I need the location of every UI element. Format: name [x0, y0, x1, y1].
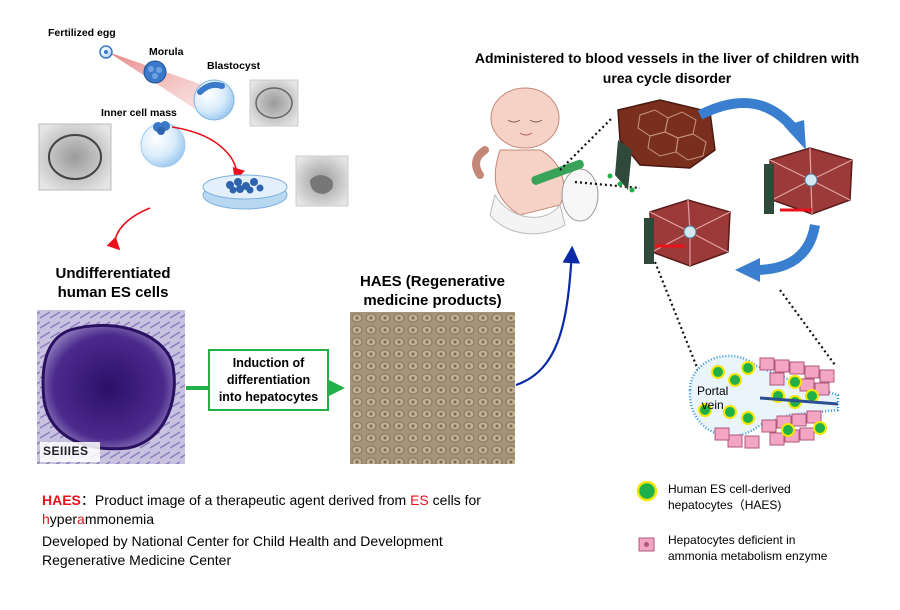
inner-cell-mass-group — [38, 121, 245, 191]
caption-line-2: hyperammonemia — [42, 511, 155, 527]
haes-to-infusion-arrow — [515, 245, 581, 387]
down-to-es-arrow — [106, 207, 151, 251]
icm-to-dish-arrow — [171, 126, 245, 182]
haes-cells-photo — [350, 312, 515, 464]
magnify-lines — [559, 117, 836, 376]
baby-illustration — [472, 87, 599, 235]
cycle-arrows — [697, 98, 820, 282]
liver-lobules — [607, 99, 716, 193]
embryo-development-sequence — [99, 45, 299, 127]
legend-item-deficient: Hepatocytes deficient in ammonia metabol… — [668, 533, 828, 563]
seiiies-logo: SEIIIES — [43, 444, 89, 458]
syringe-icon — [531, 159, 584, 185]
administration-title: Administered to blood vessels in the liv… — [474, 50, 860, 86]
haes-title: HAES (Regenerative medicine products) — [359, 273, 506, 309]
morula-label: Morula — [149, 46, 184, 58]
caption-line-4: Regenerative Medicine Center — [42, 552, 232, 568]
undifferentiated-es-title: Undifferentiated human ES cells — [55, 265, 171, 301]
portal-vein-label: Portal vein — [697, 384, 729, 412]
legend-item-haes: Human ES cell-derived hepatocytes（HAES) — [668, 482, 791, 512]
es-cell-colony-photo — [37, 310, 185, 464]
gloved-hand — [561, 168, 599, 222]
blastocyst-label: Blastocyst — [207, 60, 261, 72]
induction-arrow — [186, 380, 345, 396]
blastocyst-photo — [249, 79, 299, 127]
induction-box: Induction of differentiation into hepato… — [208, 349, 329, 411]
caption-line-3: Developed by National Center for Child H… — [42, 533, 443, 549]
lobule-closeup-right — [764, 147, 853, 215]
fertilized-egg-label: Fertilized egg — [48, 27, 116, 39]
caption-line-1: HAES：Product image of a therapeutic agen… — [42, 492, 481, 508]
morula-icon — [143, 60, 167, 84]
petri-dish — [202, 155, 349, 210]
green-hepatocyte-icon — [636, 480, 658, 502]
portal-vein-closeup — [688, 354, 840, 449]
lobule-closeup-left — [644, 199, 731, 267]
inner-cell-mass-label: Inner cell mass — [101, 107, 177, 119]
